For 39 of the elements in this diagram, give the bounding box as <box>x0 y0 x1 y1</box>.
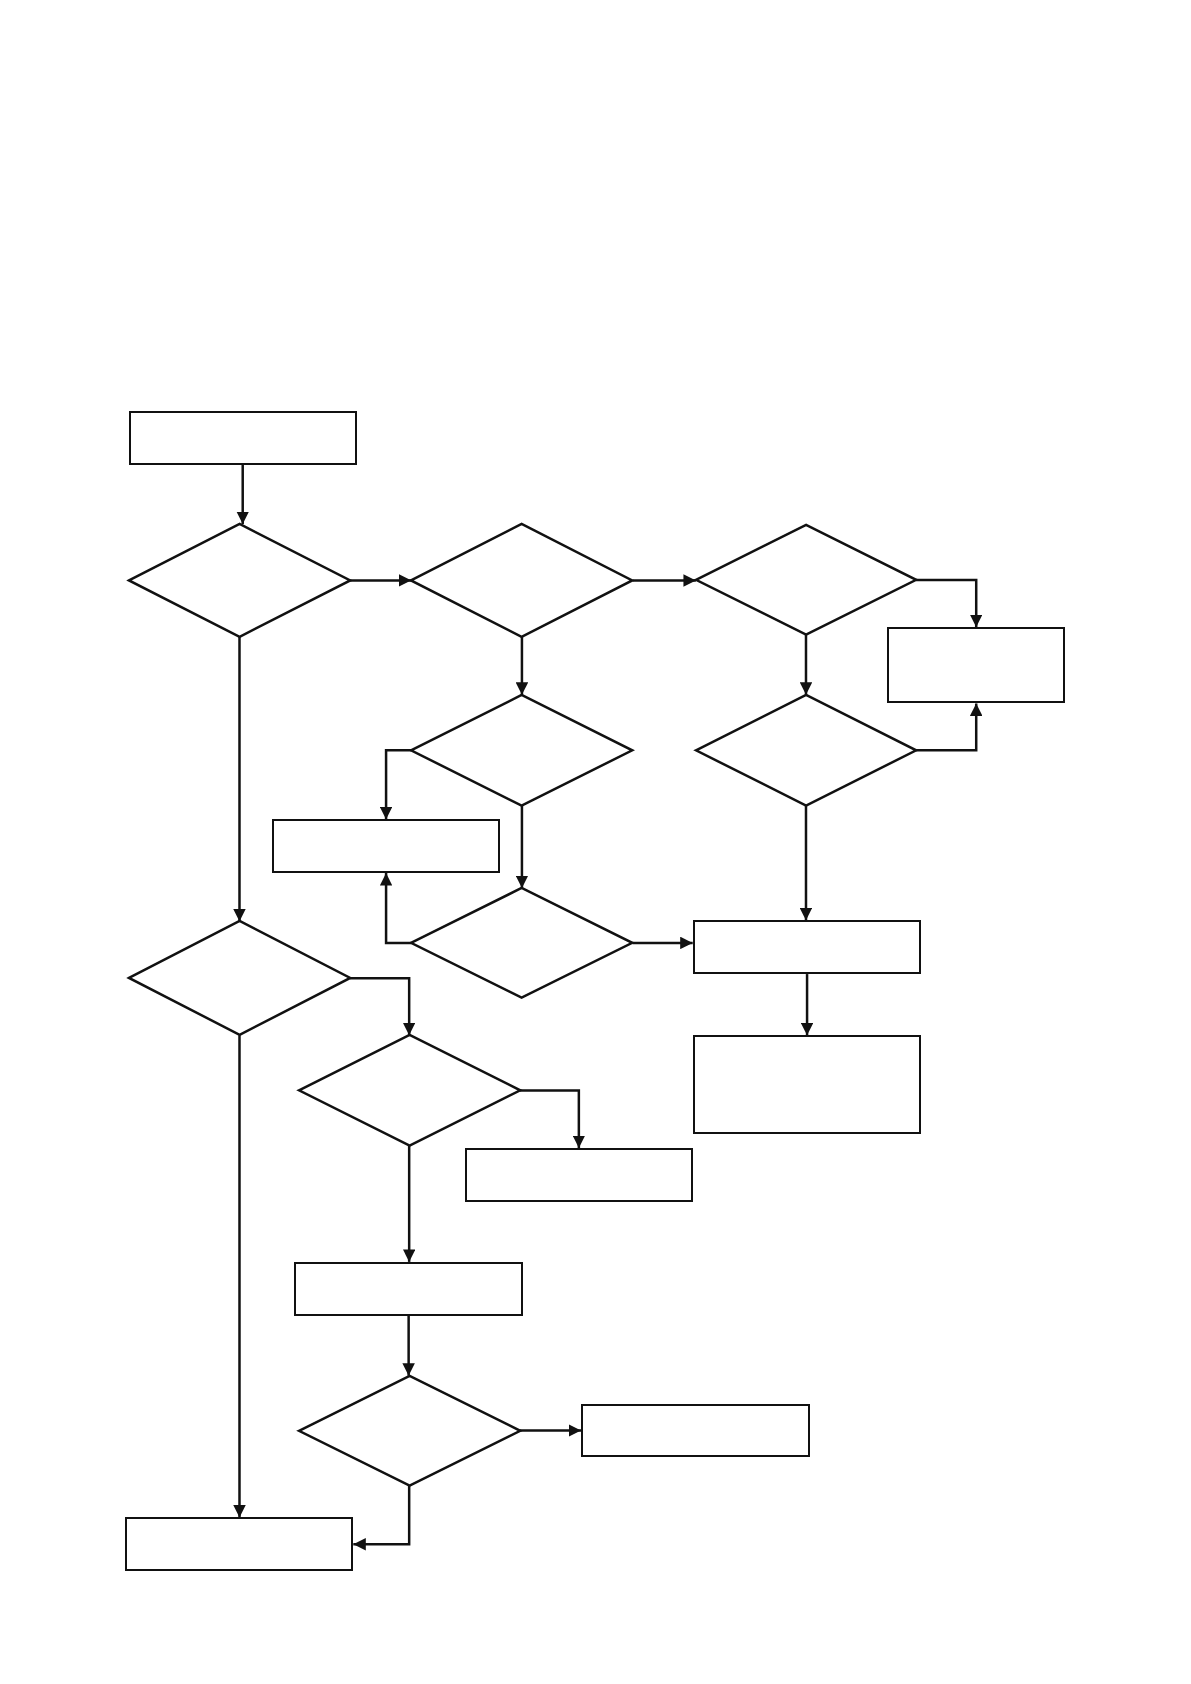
arrow <box>632 574 696 587</box>
decision-diamond <box>128 524 351 637</box>
arrow <box>236 465 249 525</box>
process-box <box>271 819 501 874</box>
arrow <box>402 1315 415 1376</box>
process-box <box>465 1148 693 1202</box>
arrow <box>353 1485 411 1551</box>
decision-diamond <box>298 1035 520 1146</box>
arrow <box>519 1089 586 1149</box>
arrow <box>799 805 813 921</box>
arrow <box>632 936 693 950</box>
process-box <box>294 1261 523 1316</box>
process-box <box>692 920 922 975</box>
decision-diamond <box>695 694 917 806</box>
arrow <box>515 805 529 889</box>
arrow <box>233 636 246 922</box>
decision-diamond <box>298 1375 520 1486</box>
arrow <box>519 1424 581 1437</box>
decision-diamond <box>128 921 351 1036</box>
arrow <box>379 748 412 820</box>
arrow <box>402 1145 416 1262</box>
arrow <box>800 974 814 1036</box>
process-box <box>692 1035 922 1135</box>
decision-diamond <box>695 525 917 635</box>
decision-diamond <box>411 888 633 998</box>
arrow <box>916 578 983 628</box>
arrow <box>916 703 983 752</box>
process-box <box>128 411 357 465</box>
arrow <box>350 574 412 587</box>
process-box <box>581 1403 810 1458</box>
arrow <box>379 873 412 945</box>
process-box <box>887 627 1066 704</box>
decision-diamond <box>411 524 633 637</box>
arrow <box>515 636 529 695</box>
decision-diamond <box>411 694 633 806</box>
arrow <box>350 977 416 1036</box>
arrow <box>233 1035 246 1518</box>
arrow <box>799 634 813 695</box>
process-box <box>124 1517 354 1572</box>
